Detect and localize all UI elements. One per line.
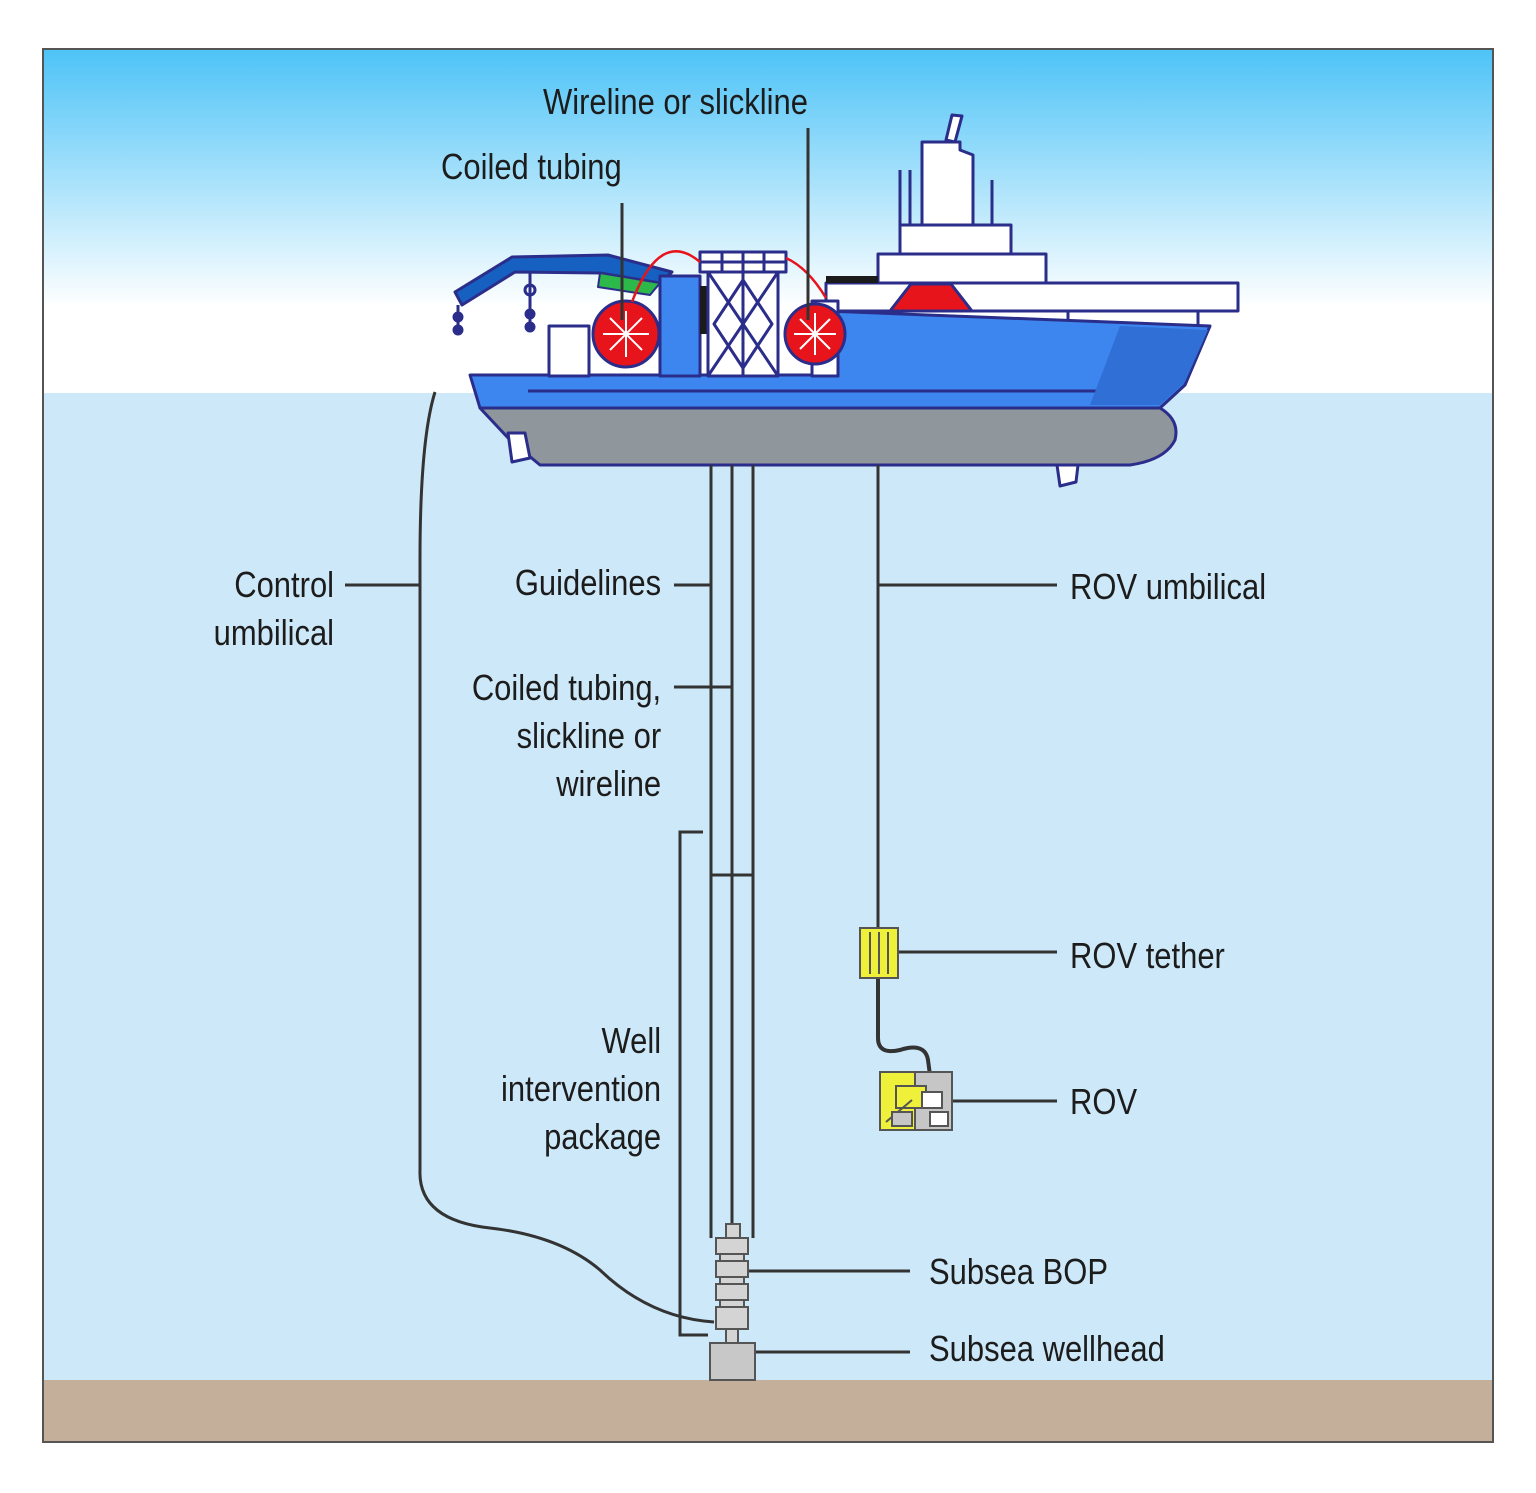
label-coiled-tubing-top: Coiled tubing — [441, 146, 622, 187]
well-intervention-bracket — [678, 830, 708, 1337]
coiled-tubing-red-line — [630, 250, 701, 303]
label-coiled-tubing-line3: wireline — [556, 763, 661, 804]
label-coiled-tubing-line1: Coiled tubing, — [471, 667, 661, 708]
leader-lines — [345, 128, 1057, 1354]
seabed — [43, 1380, 1493, 1442]
label-well-intervention-package: Well intervention package — [501, 1017, 661, 1161]
label-rov: ROV — [1070, 1081, 1138, 1122]
label-subsea-wellhead: Subsea wellhead — [929, 1328, 1165, 1369]
label-control-umbilical-line2: umbilical — [213, 612, 334, 653]
label-control-umbilical: Control umbilical — [214, 561, 334, 657]
subsea-wellhead-icon — [709, 1342, 756, 1381]
label-wireline-or-slickline: Wireline or slickline — [543, 81, 808, 122]
subsea-bop-icon — [715, 1223, 749, 1344]
intervention-vessel — [452, 113, 1240, 488]
rov-tether-management-icon — [859, 927, 899, 979]
label-rov-tether: ROV tether — [1070, 935, 1225, 976]
label-coiled-tubing-line2: slickline or — [516, 715, 661, 756]
rov-icon — [879, 1071, 953, 1131]
label-well-intervention-line3: package — [543, 1116, 661, 1157]
label-rov-umbilical: ROV umbilical — [1070, 566, 1267, 607]
label-guidelines: Guidelines — [514, 562, 661, 603]
sea — [43, 393, 1493, 1380]
label-subsea-bop: Subsea BOP — [929, 1251, 1108, 1292]
label-well-intervention-line2: intervention — [500, 1068, 661, 1109]
control-umbilical-cable — [418, 391, 715, 1324]
label-coiled-tubing-line: Coiled tubing, slickline or wireline — [472, 664, 661, 808]
rov-tether-cable — [876, 978, 932, 1076]
frame-border — [42, 48, 1494, 1443]
label-well-intervention-line1: Well — [601, 1020, 661, 1061]
label-control-umbilical-line1: Control — [234, 564, 334, 605]
